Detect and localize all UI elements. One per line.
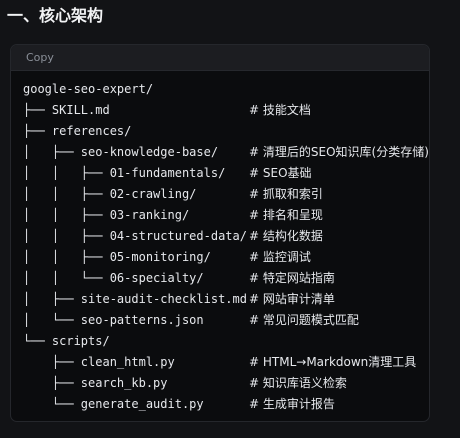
code-line: │ └── seo-patterns.json # 常见问题模式匹配: [11, 310, 429, 331]
code-line: │ │ ├── 04-structured-data/# 结构化数据: [11, 226, 429, 247]
tree-path: google-seo-expert/: [23, 82, 154, 96]
code-line: │ │ ├── 02-crawling/ # 抓取和索引: [11, 184, 429, 205]
tree-path: │ └── seo-patterns.json: [23, 313, 204, 327]
tree-path: │ │ ├── 01-fundamentals/: [23, 166, 226, 180]
tree-path: │ ├── seo-knowledge-base/: [23, 145, 219, 159]
tree-path: │ │ ├── 02-crawling/: [23, 187, 197, 201]
code-block: Copy google-seo-expert/ ├── SKILL.md # 技能…: [10, 44, 430, 422]
code-comment: # 结构化数据: [249, 229, 323, 243]
code-line: ├── search_kb.py # 知识库语义检索: [11, 373, 429, 394]
code-lines: google-seo-expert/ ├── SKILL.md # 技能文档 ├─…: [11, 79, 429, 415]
tree-path: │ │ ├── 04-structured-data/: [23, 229, 247, 243]
code-line: │ │ └── 06-specialty/ # 特定网站指南: [11, 268, 429, 289]
code-comment: # 常见问题模式匹配: [249, 313, 359, 327]
code-comment: # 特定网站指南: [249, 271, 335, 285]
code-comment: # 知识库语义检索: [249, 376, 347, 390]
code-line: │ ├── site-audit-checklist.md# 网站审计清单: [11, 289, 429, 310]
code-line: │ │ ├── 05-monitoring/ # 监控调试: [11, 247, 429, 268]
code-comment: # 技能文档: [249, 103, 311, 117]
tree-path: ├── clean_html.py: [23, 355, 175, 369]
code-line: │ ├── seo-knowledge-base/ # 清理后的SEO知识库(分类…: [11, 142, 429, 163]
tree-path: │ │ ├── 03-ranking/: [23, 208, 190, 222]
code-line: │ │ ├── 01-fundamentals/ # SEO基础: [11, 163, 429, 184]
code-comment: # 生成审计报告: [249, 397, 335, 411]
code-line: │ │ ├── 03-ranking/ # 排名和呈现: [11, 205, 429, 226]
tree-path: ├── references/: [23, 124, 132, 138]
code-comment: # HTML→Markdown清理工具: [249, 355, 417, 369]
tree-path: └── generate_audit.py: [23, 397, 204, 411]
code-line: ├── references/: [11, 121, 429, 142]
code-comment: # SEO基础: [249, 166, 312, 180]
tree-path: │ │ └── 06-specialty/: [23, 271, 204, 285]
code-block-header: Copy: [11, 45, 429, 71]
code-line: └── scripts/: [11, 331, 429, 352]
tree-path: │ ├── site-audit-checklist.md: [23, 292, 247, 306]
code-line: ├── clean_html.py # HTML→Markdown清理工具: [11, 352, 429, 373]
copy-button[interactable]: Copy: [26, 51, 54, 64]
tree-path: └── scripts/: [23, 334, 110, 348]
tree-path: ├── search_kb.py: [23, 376, 168, 390]
tree-path: │ │ ├── 05-monitoring/: [23, 250, 211, 264]
tree-path: ├── SKILL.md: [23, 103, 110, 117]
code-line: ├── SKILL.md # 技能文档: [11, 100, 429, 121]
code-comment: # 清理后的SEO知识库(分类存储): [249, 145, 429, 159]
code-line: └── generate_audit.py # 生成审计报告: [11, 394, 429, 415]
code-comment: # 网站审计清单: [249, 292, 335, 306]
code-comment: # 监控调试: [249, 250, 311, 264]
code-comment: # 抓取和索引: [249, 187, 323, 201]
section-heading: 一、核心架构: [7, 6, 104, 25]
code-line: google-seo-expert/: [11, 79, 429, 100]
code-comment: # 排名和呈现: [249, 208, 323, 222]
